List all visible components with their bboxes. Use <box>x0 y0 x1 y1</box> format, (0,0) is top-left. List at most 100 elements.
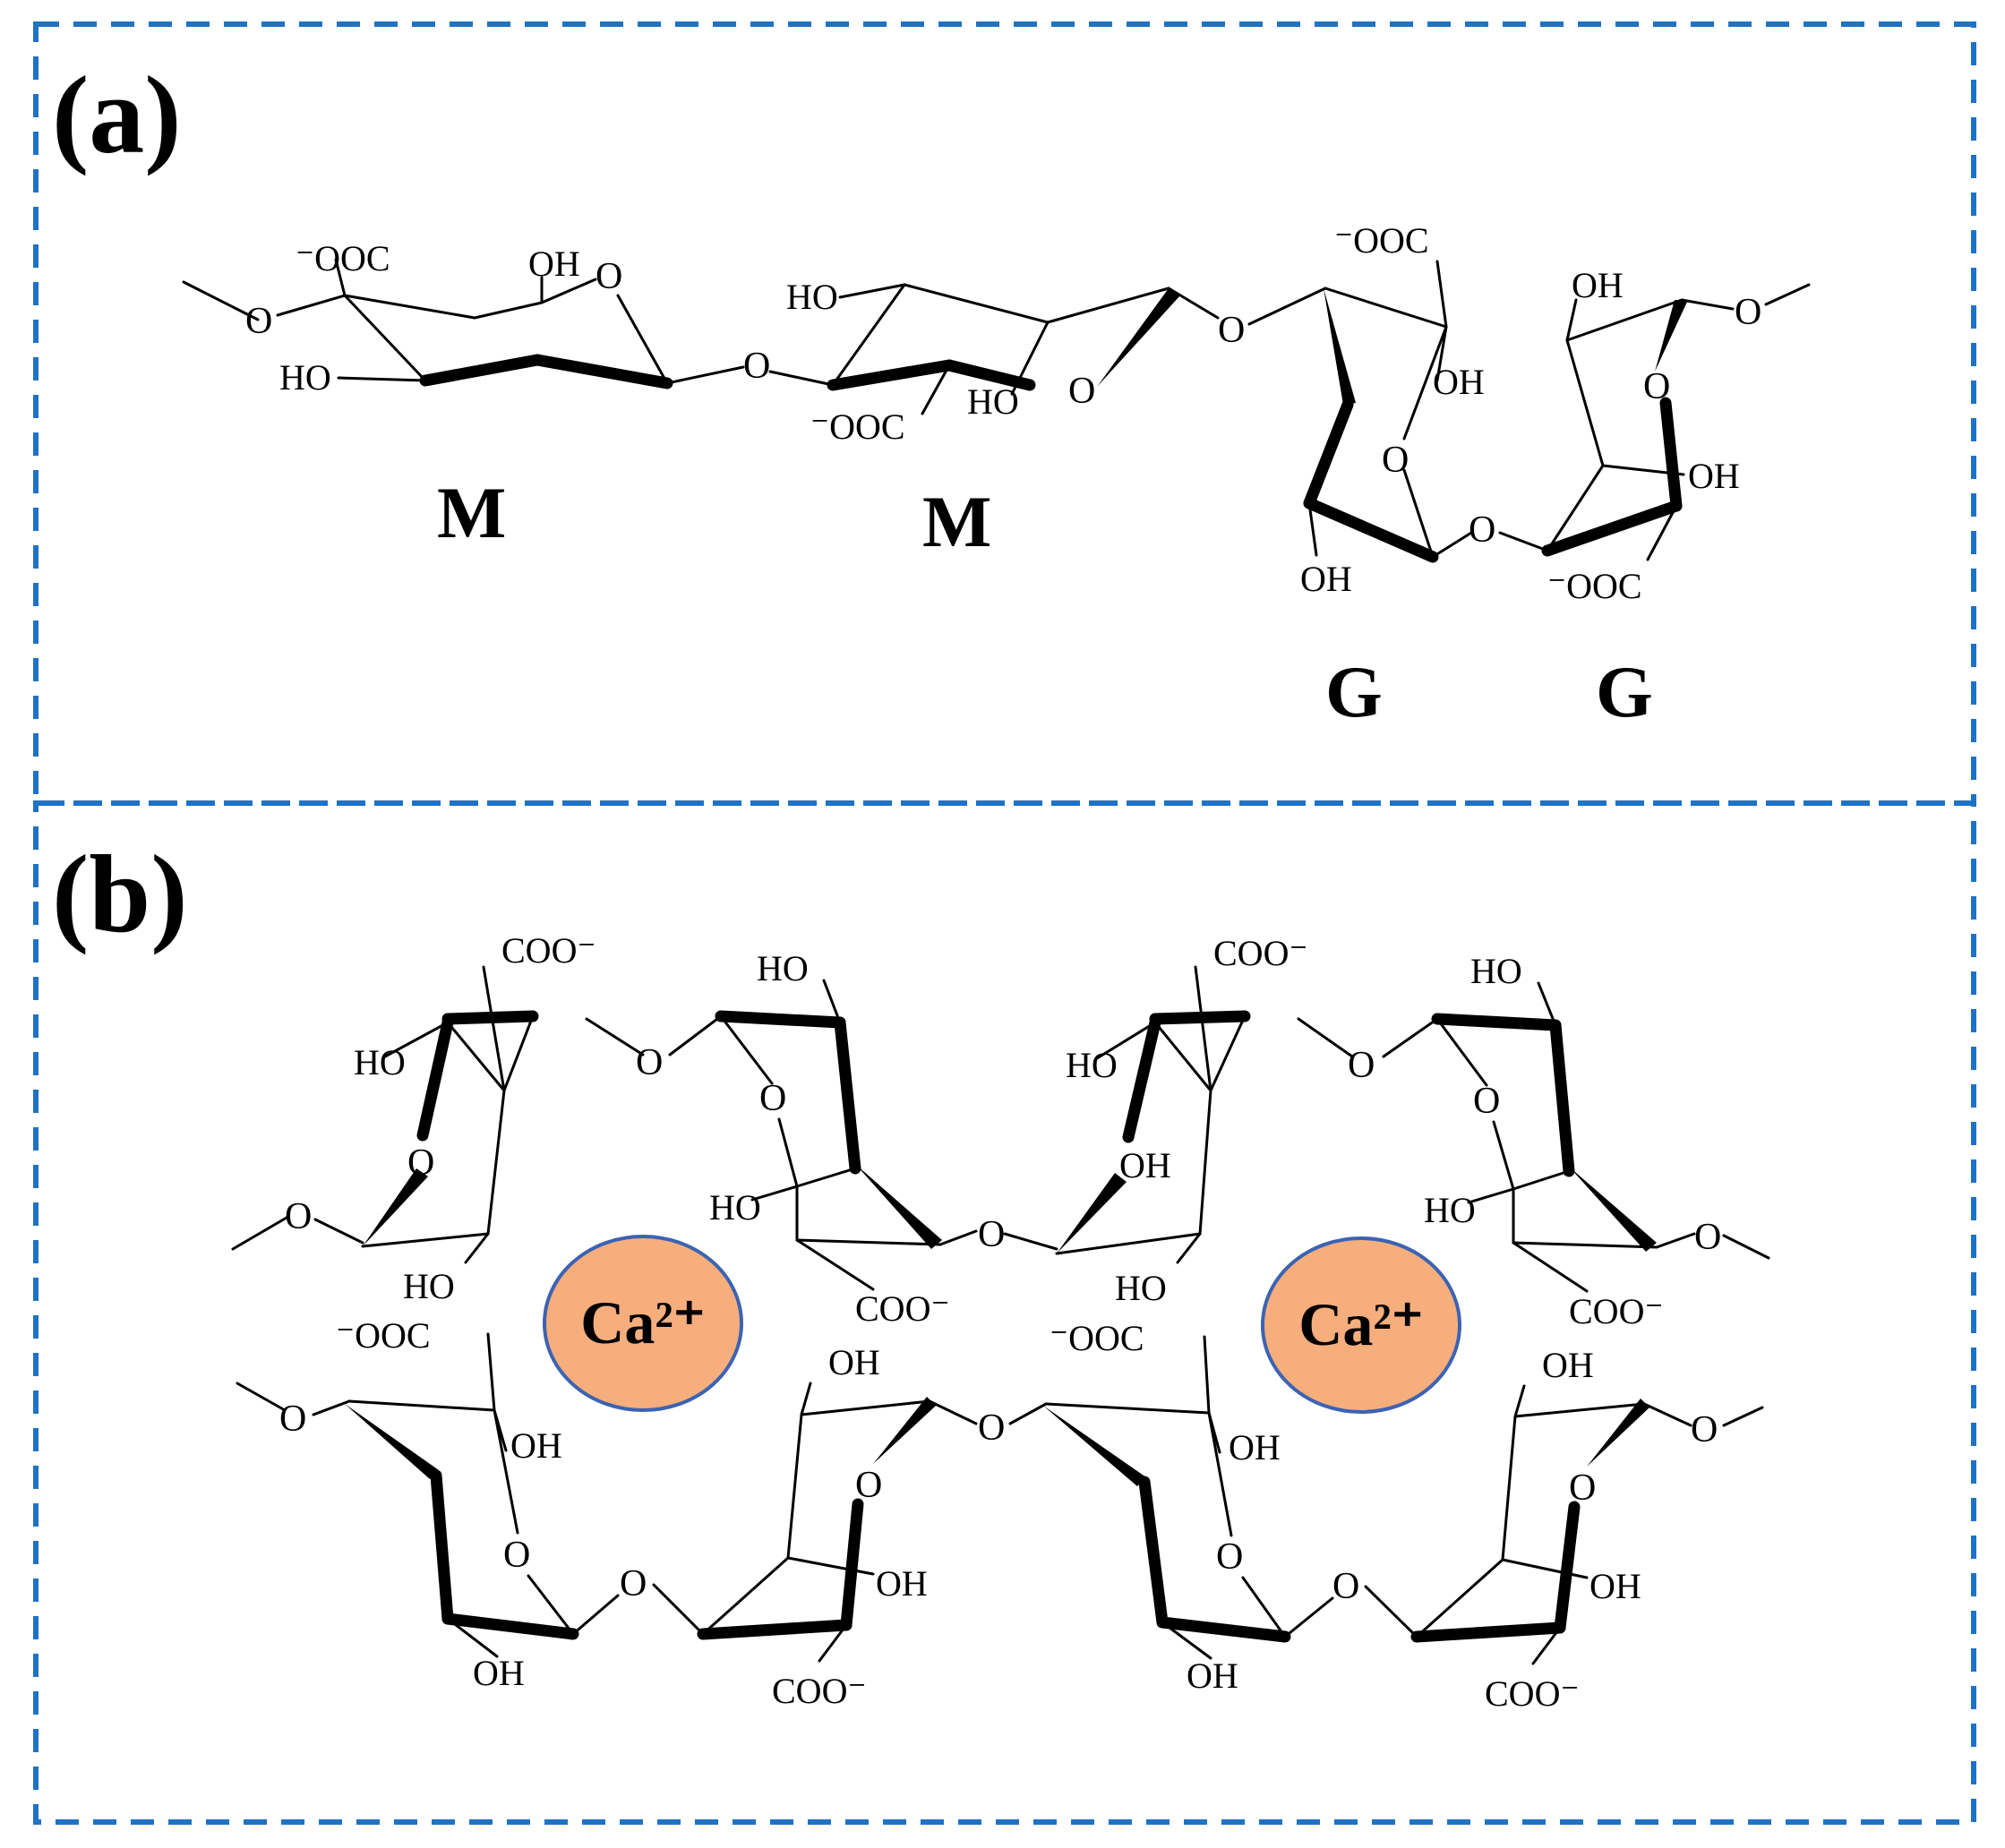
bond <box>276 294 347 317</box>
bond <box>527 1574 575 1636</box>
bond <box>493 1408 519 1535</box>
bond <box>855 1164 942 1249</box>
bond <box>1680 298 1735 311</box>
bond <box>1010 321 1050 396</box>
bond <box>1161 1621 1212 1660</box>
bond <box>1410 1621 1566 1643</box>
upper-chain-segment-1: O O HO HO COO⁻ O O <box>231 930 1058 1329</box>
atom-label: OH <box>528 244 580 284</box>
bond <box>1512 1241 1658 1249</box>
bond <box>1149 1010 1251 1025</box>
bond <box>1415 1558 1504 1638</box>
bond <box>1303 497 1439 563</box>
atom-label: O <box>596 256 622 297</box>
calcium-ion-2-label: Ca²⁺ <box>1298 1290 1423 1358</box>
bond <box>441 1613 579 1640</box>
atom-label: COO⁻ <box>1213 933 1308 973</box>
atom-label: HO <box>786 277 838 317</box>
atom-label: O <box>636 1042 663 1083</box>
bond <box>1203 1335 1211 1415</box>
bond <box>1565 298 1578 342</box>
bond <box>795 1167 857 1188</box>
bond <box>1565 338 1605 467</box>
bond <box>441 1010 539 1025</box>
bond <box>1307 501 1318 557</box>
atom-label: COO⁻ <box>1485 1673 1580 1714</box>
atom-label: ⁻OOC <box>1334 220 1429 261</box>
bond <box>1043 1406 1146 1486</box>
atom-label: HO <box>279 357 331 398</box>
bond <box>1297 1017 1354 1058</box>
bond <box>1324 287 1448 329</box>
bond <box>1435 325 1448 382</box>
bond <box>502 1014 535 1092</box>
lower-chain-segment-1: O O ⁻OOC OH OH O O OH <box>236 1315 1048 1711</box>
atom-label: OH <box>510 1425 562 1466</box>
bond <box>347 1399 496 1412</box>
bond <box>1095 1021 1157 1060</box>
bond <box>1435 260 1448 329</box>
bond <box>1247 287 1327 326</box>
bond <box>928 1399 978 1425</box>
bond <box>834 1016 861 1175</box>
bond <box>800 1399 931 1416</box>
bond <box>1512 1241 1589 1293</box>
bond <box>1569 1167 1657 1252</box>
bond <box>1764 283 1811 306</box>
bond <box>1057 1173 1127 1253</box>
bond <box>1492 1120 1515 1191</box>
atom-label: ⁻OOC <box>810 406 905 447</box>
atom-label: ⁻OOC <box>336 1315 431 1356</box>
atom-label: OH <box>1119 1145 1171 1185</box>
atom-label: O <box>855 1465 882 1506</box>
lower-guluronate-chain: O O ⁻OOC OH OH O O OH <box>236 1315 1764 1714</box>
bond <box>1513 1384 1526 1418</box>
bond <box>903 283 1050 324</box>
bond <box>1587 1399 1649 1467</box>
bond <box>334 258 347 297</box>
atom-label: HO <box>1470 951 1522 991</box>
panel-a-frame <box>33 21 1976 806</box>
calcium-ion-1: Ca²⁺ <box>543 1235 743 1412</box>
bond <box>943 359 1036 391</box>
bond <box>831 283 906 387</box>
lower-chain-segment-2: O ⁻OOC OH OH O O OH OH COO⁻ <box>1043 1318 1764 1714</box>
bond <box>697 1619 853 1640</box>
bond <box>493 1408 508 1452</box>
bond <box>777 1117 799 1188</box>
bond <box>715 1010 846 1029</box>
atom-label: OH <box>1300 559 1352 599</box>
unit-label-m2: M <box>922 481 991 562</box>
atom-label: OH <box>473 1653 525 1693</box>
bond <box>921 364 951 415</box>
bond <box>838 283 906 299</box>
bond <box>531 354 673 389</box>
bond <box>840 1498 864 1631</box>
bond <box>1565 298 1684 342</box>
bond <box>1501 1558 1589 1579</box>
bond <box>668 1014 723 1057</box>
bond <box>1549 1019 1575 1177</box>
bond <box>1044 1402 1211 1415</box>
bond <box>464 1232 490 1264</box>
bond <box>1303 398 1354 509</box>
bond <box>446 1617 499 1658</box>
atom-label: OH <box>1572 265 1624 305</box>
atom-label: OH <box>1542 1345 1594 1385</box>
bond <box>1207 1411 1233 1537</box>
bond <box>231 1216 288 1251</box>
bond <box>1156 1616 1291 1643</box>
unit-label-m1: M <box>437 472 506 553</box>
bond <box>1241 1576 1287 1638</box>
atom-label: O <box>1569 1467 1596 1509</box>
bond <box>1402 468 1435 559</box>
atom-label: OH <box>876 1563 928 1604</box>
bond <box>1097 288 1180 387</box>
bond <box>616 294 669 385</box>
bond <box>1722 1234 1770 1260</box>
calcium-ion-2: Ca²⁺ <box>1261 1236 1461 1414</box>
atom-label: O <box>1348 1045 1375 1086</box>
bond <box>1554 1501 1581 1634</box>
bond <box>345 1404 439 1479</box>
atom-label: O <box>503 1535 530 1576</box>
